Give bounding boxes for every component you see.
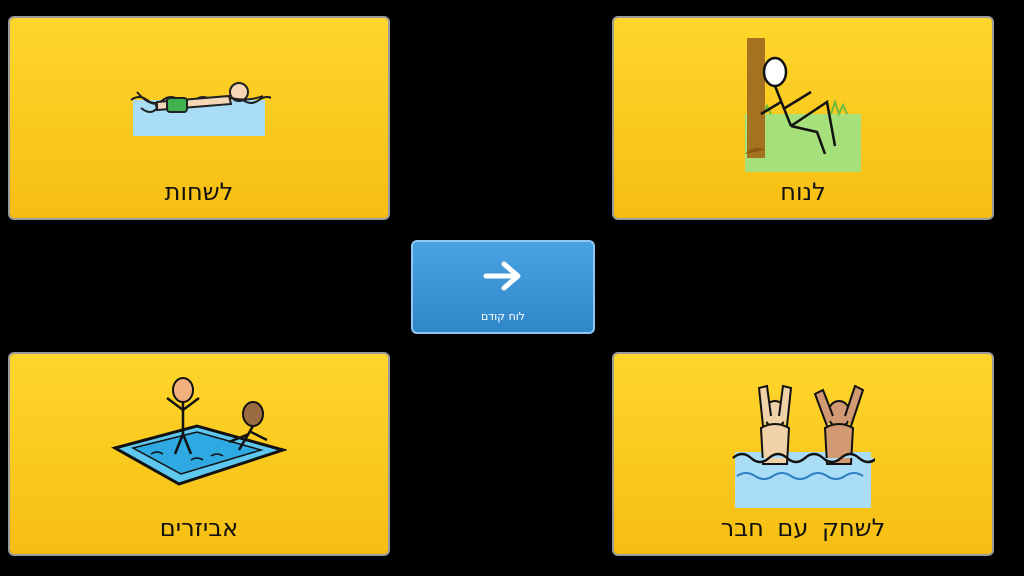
card-swim[interactable]: לשחות bbox=[8, 16, 390, 220]
card-swim-label: לשחות bbox=[164, 178, 234, 206]
resting-person-icon bbox=[745, 38, 861, 172]
previous-board-button[interactable]: לוח קודם bbox=[411, 240, 595, 334]
card-toys[interactable]: אביזרים bbox=[8, 352, 390, 556]
card-friend[interactable]: לשחק עם חבר bbox=[612, 352, 994, 556]
swimming-person-icon bbox=[130, 82, 271, 136]
play-with-friend-icon bbox=[732, 384, 875, 508]
card-toys-label: אביזרים bbox=[159, 514, 239, 542]
card-friend-label: לשחק עם חבר bbox=[720, 514, 886, 542]
card-rest[interactable]: לנוח bbox=[612, 16, 994, 220]
card-rest-label: לנוח bbox=[780, 178, 826, 206]
pool-toys-icon bbox=[111, 377, 287, 486]
arrow-right-icon bbox=[483, 261, 521, 291]
previous-board-label: לוח קודם bbox=[480, 310, 526, 323]
